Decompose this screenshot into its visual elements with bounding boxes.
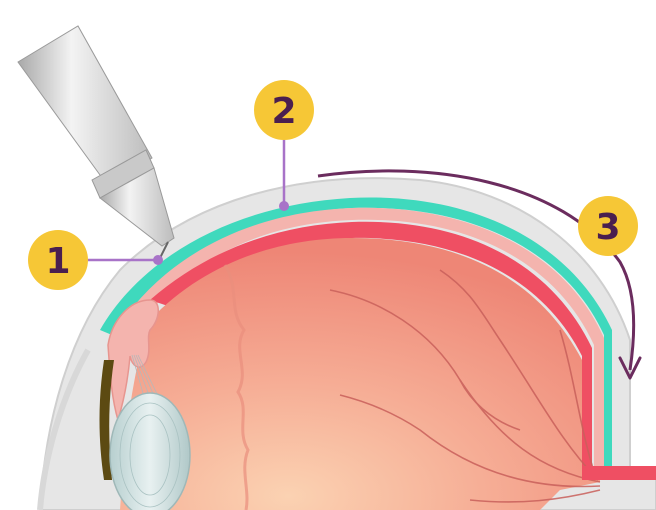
leader-dot-1 xyxy=(153,255,163,265)
optic-nerve xyxy=(582,466,656,480)
badge-2-label: 2 xyxy=(271,91,296,132)
needle-icon xyxy=(18,26,174,258)
badge-3-label: 3 xyxy=(595,207,620,248)
badge-3: 3 xyxy=(578,196,638,256)
badge-1: 1 xyxy=(28,230,88,290)
leader-dot-2 xyxy=(279,201,289,211)
lens xyxy=(110,393,190,510)
badge-1-label: 1 xyxy=(45,241,70,282)
badge-2: 2 xyxy=(254,80,314,140)
